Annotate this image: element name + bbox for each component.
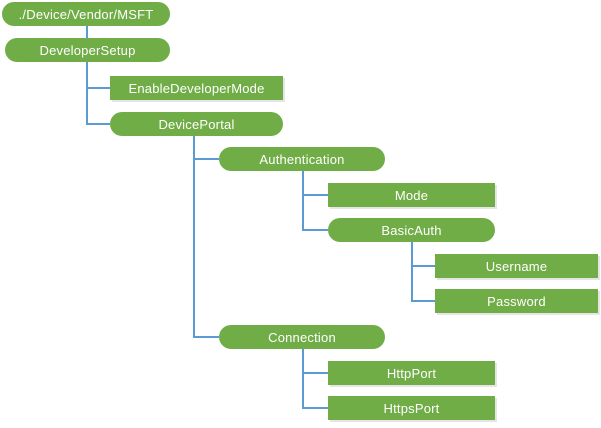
connector-deviceportal-trunk [193, 136, 195, 337]
connector-authentication-to-mode [302, 194, 328, 196]
connector-basicauth-to-username [411, 265, 435, 267]
connector-basicauth-trunk [411, 242, 413, 301]
connector-authentication-to-basicauth [302, 229, 328, 231]
node-label-developer_setup: DeveloperSetup [39, 42, 136, 58]
connector-deviceportal-to-connection [193, 336, 219, 338]
node-label-basic_auth: BasicAuth [381, 222, 442, 238]
connector-developersetup-trunk [86, 62, 88, 124]
node-root[interactable]: ./Device/Vendor/MSFT [2, 2, 170, 26]
node-label-password: Password [487, 293, 546, 309]
node-authentication[interactable]: Authentication [219, 147, 385, 171]
node-label-username: Username [485, 258, 548, 274]
node-enable_developer_mode[interactable]: EnableDeveloperMode [110, 76, 283, 100]
connector-developersetup-to-enablemode [86, 87, 110, 89]
node-label-http_port: HttpPort [386, 365, 437, 381]
node-label-root: ./Device/Vendor/MSFT [18, 6, 154, 22]
node-device_portal[interactable]: DevicePortal [110, 112, 283, 136]
node-connection[interactable]: Connection [219, 325, 385, 349]
node-https_port[interactable]: HttpsPort [328, 396, 495, 420]
node-http_port[interactable]: HttpPort [328, 361, 495, 385]
connector-connection-trunk [302, 349, 304, 408]
node-mode[interactable]: Mode [328, 183, 495, 207]
node-label-connection: Connection [268, 329, 336, 345]
connector-authentication-trunk [302, 171, 304, 230]
node-username[interactable]: Username [435, 254, 598, 278]
connector-basicauth-to-password [411, 300, 435, 302]
connector-connection-to-httpsport [302, 407, 328, 409]
node-label-authentication: Authentication [259, 151, 345, 167]
node-password[interactable]: Password [435, 289, 598, 313]
node-label-device_portal: DevicePortal [158, 116, 235, 132]
connector-connection-to-httpport [302, 372, 328, 374]
node-developer_setup[interactable]: DeveloperSetup [5, 38, 170, 62]
connector-deviceportal-to-authentication [193, 158, 219, 160]
node-label-enable_developer_mode: EnableDeveloperMode [128, 80, 265, 96]
connector-developersetup-to-deviceportal [86, 123, 110, 125]
node-label-mode: Mode [394, 187, 429, 203]
node-basic_auth[interactable]: BasicAuth [328, 218, 495, 242]
connector-root-to-developersetup [86, 26, 88, 38]
node-label-https_port: HttpsPort [383, 400, 440, 416]
